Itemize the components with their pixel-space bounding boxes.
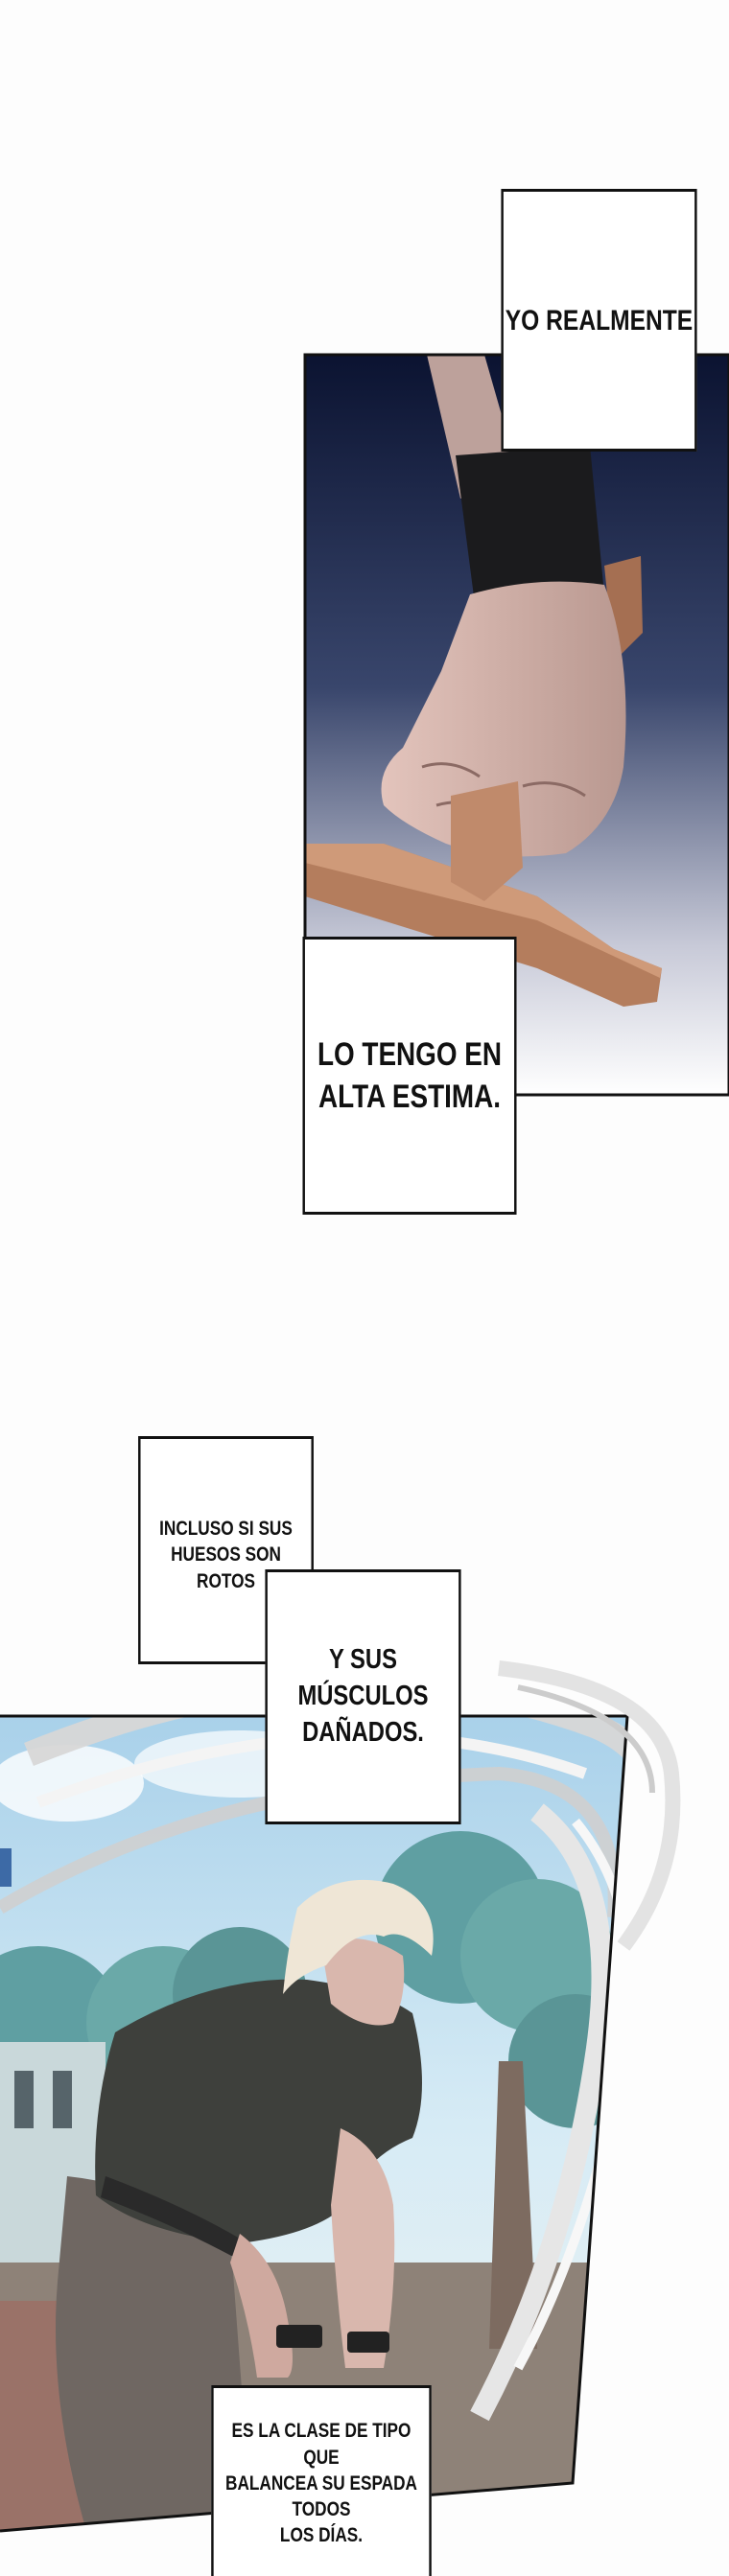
- speech-box-4: Y SUS MÚSCULOS DAÑADOS.: [265, 1569, 461, 1824]
- speech-text-4: Y SUS MÚSCULOS DAÑADOS.: [297, 1644, 429, 1748]
- speech-box-1: YO REALMENTE: [501, 189, 697, 452]
- speech-box-2: LO TENGO EN ALTA ESTIMA.: [302, 937, 517, 1215]
- speech-text-5: ES LA CLASE DE TIPO QUE BALANCEA SU ESPA…: [225, 2420, 417, 2547]
- speech-text-1: YO REALMENTE: [505, 304, 694, 337]
- speech-text-3: INCLUSO SI SUS HUESOS SON ROTOS: [159, 1518, 293, 1592]
- speech-box-5: ES LA CLASE DE TIPO QUE BALANCEA SU ESPA…: [211, 2385, 432, 2576]
- speech-text-2: LO TENGO EN ALTA ESTIMA.: [317, 1035, 503, 1115]
